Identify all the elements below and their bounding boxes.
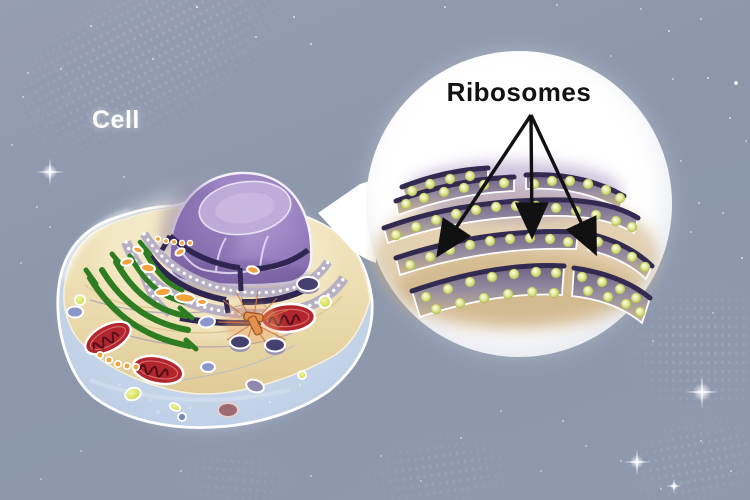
purple-vesicles [229, 276, 320, 355]
blue-zone-vesicles [124, 370, 307, 422]
blue-vesicles [66, 305, 216, 373]
annotation-arrows [436, 114, 597, 258]
centrosome [217, 289, 289, 351]
cell-label: Cell [92, 106, 140, 134]
sparkle-star-icon [667, 479, 681, 493]
sparkle-star-icon [685, 375, 719, 409]
orange-vesicles [120, 245, 260, 306]
vesicle-bead-chain [96, 351, 141, 372]
nucleolus [198, 180, 292, 236]
inset-title: Ribosomes [446, 77, 592, 107]
golgi-apparatus [83, 239, 199, 352]
vesicle-bead-chain [154, 235, 194, 247]
cytosol-streak [89, 378, 291, 402]
sparkle-star-icon [624, 449, 650, 475]
ribosome-dots [390, 170, 651, 318]
magnifier-circle: Ribosomes [366, 51, 672, 357]
sparkle-star-icon [36, 158, 64, 186]
membrane-highlight [62, 210, 131, 281]
cell-illustration [56, 171, 374, 429]
yellow-vesicles [74, 294, 332, 309]
er-stack-illustration [374, 114, 658, 331]
